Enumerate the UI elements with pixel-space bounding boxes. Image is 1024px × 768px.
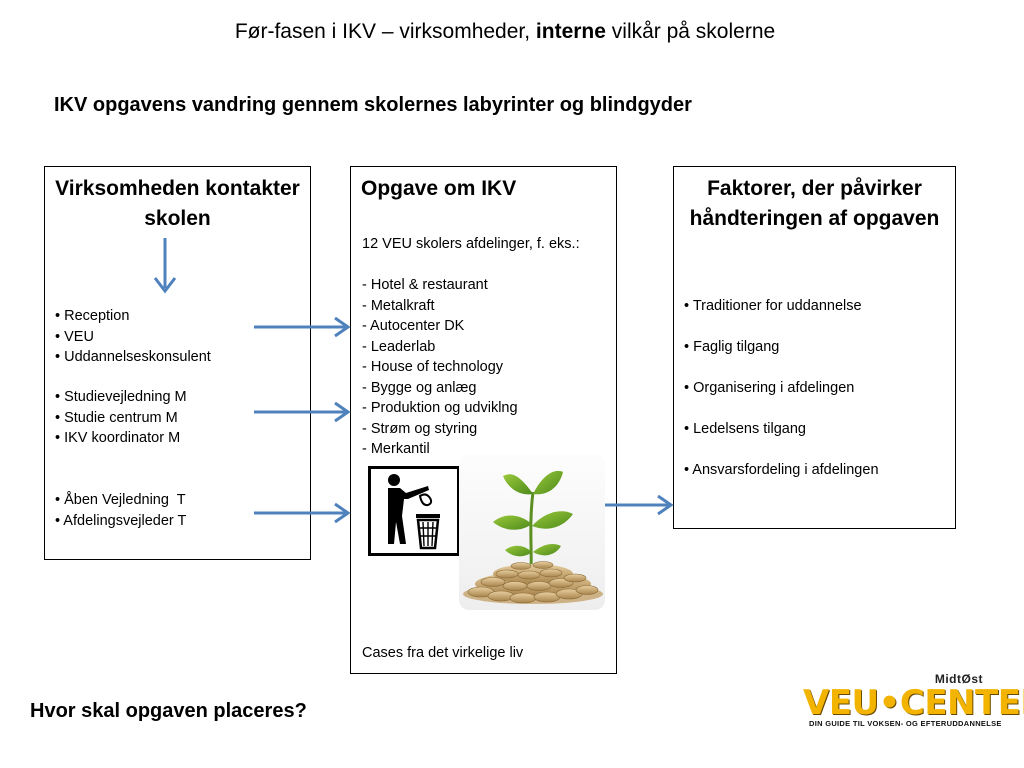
mid-box-heading: Opgave om IKV <box>361 177 517 200</box>
list-item: - Bygge og anlæg <box>362 379 477 396</box>
contact-list-group-2: • Studievejledning M • Studie centrum M … <box>55 387 187 449</box>
list-item: • Faglig tilgang <box>684 339 780 355</box>
list-item: • IKV koordinator M <box>55 430 181 446</box>
right-arrow-icon <box>605 494 674 516</box>
list-item: • Reception <box>55 308 130 324</box>
trash-bin-icon <box>368 466 460 556</box>
factors-list: • Traditioner for uddannelse • Faglig ti… <box>684 296 954 501</box>
influencing-factors-box: Faktorer, der påvirker håndteringen af o… <box>673 166 956 529</box>
list-item: - Strøm og styring <box>362 420 478 437</box>
list-item: • Uddannelseskonsulent <box>55 349 211 365</box>
logo-tagline: DIN GUIDE TIL VOKSEN- OG EFTERUDDANNELSE <box>809 719 1002 728</box>
right-arrow-icon <box>254 502 351 524</box>
mid-box-intro: 12 VEU skolers afdelinger, f. eks.: <box>362 234 580 255</box>
slide-subtitle: IKV opgavens vandring gennem skolernes l… <box>54 94 692 116</box>
contact-list-group-3: • Åben Vejledning T • Afdelingsvejleder … <box>55 490 186 531</box>
intro-text: 12 VEU skolers afdelinger, f. eks.: <box>362 236 580 252</box>
list-item: - Produktion og udviklng <box>362 400 518 416</box>
right-arrow-icon <box>254 401 351 423</box>
plant-and-coins-image <box>459 454 605 610</box>
list-item: - Autocenter DK <box>362 318 465 334</box>
right-box-heading: Faktorer, der påvirker håndteringen af o… <box>689 177 940 230</box>
list-item: - Leaderlab <box>362 338 436 355</box>
list-item: - Merkantil <box>362 441 430 457</box>
contact-list-group-1: • Reception • VEU • Uddannelseskonsulent <box>55 306 211 368</box>
list-item: • Afdelingsvejleder T <box>55 512 187 529</box>
list-item: • Studievejledning M <box>55 389 187 405</box>
list-item: • Traditioner for uddannelse <box>684 298 862 314</box>
list-item: • Ansvarsfordeling i afdelingen <box>684 462 879 478</box>
left-box-heading: Virksomheden kontakter skolen <box>55 177 300 230</box>
title-text-post: vilkår på skolerne <box>605 20 776 43</box>
logo-region-text: MidtØst <box>934 672 983 686</box>
cases-footnote: Cases fra det virkelige liv <box>362 645 524 661</box>
list-item: - Metalkraft <box>362 297 435 314</box>
placement-question: Hvor skal opgaven placeres? <box>30 700 307 722</box>
down-arrow-icon <box>153 238 177 294</box>
department-list: - Hotel & restaurant - Metalkraft - Auto… <box>362 275 518 460</box>
list-item: - House of technology <box>362 359 504 375</box>
list-item: • Organisering i afdelingen <box>684 380 855 396</box>
list-item: • Studie centrum M <box>55 409 178 426</box>
veu-center-logo: MidtØst VEU•CENTER DIN GUIDE TIL VOKSEN-… <box>803 672 1024 732</box>
title-text-pre: Før-fasen i IKV – virksomheder, <box>234 20 536 43</box>
list-item: • Åben Vejledning T <box>55 492 186 508</box>
list-item: • Ledelsens tilgang <box>684 421 806 437</box>
list-item: - Hotel & restaurant <box>362 277 488 293</box>
list-item: • VEU <box>55 328 94 345</box>
slide-title: Før-fasen i IKV – virksomheder, interne … <box>0 20 1010 44</box>
logo-main-text: VEU•CENTER <box>803 683 1024 723</box>
company-contacts-school-box: Virksomheden kontakter skolen • Receptio… <box>44 166 311 560</box>
right-arrow-icon <box>254 316 351 338</box>
title-text-bold: interne <box>535 20 606 43</box>
